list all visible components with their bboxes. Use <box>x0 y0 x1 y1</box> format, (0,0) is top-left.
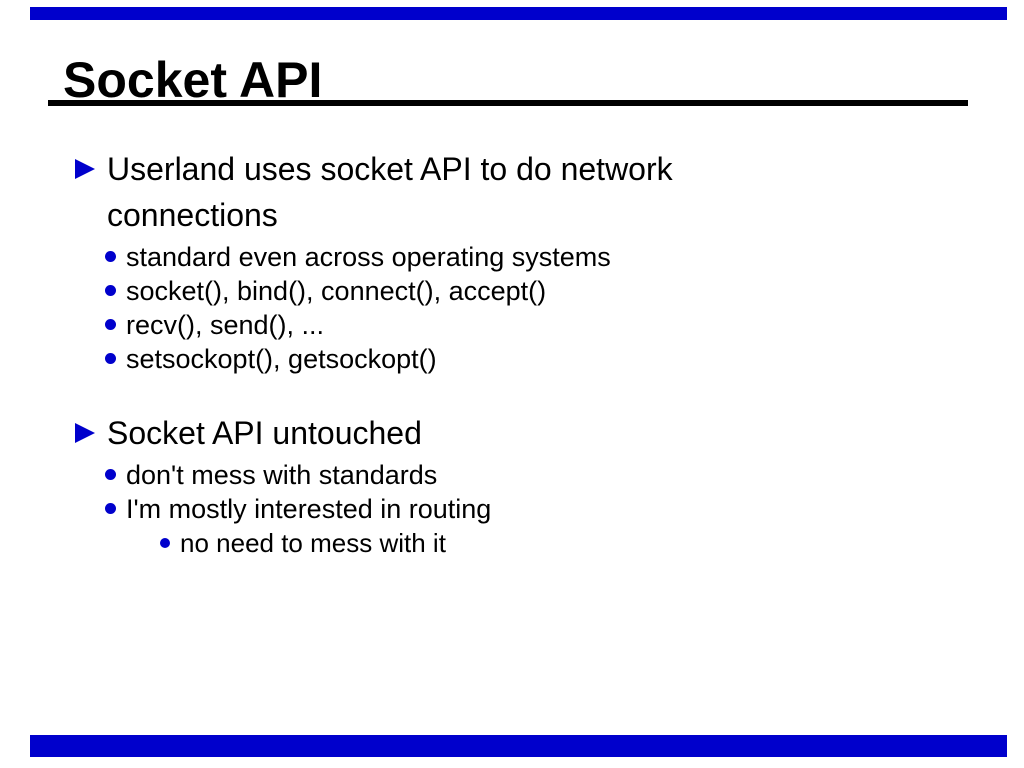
dot-bullet-icon <box>105 251 116 262</box>
triangle-bullet-icon <box>75 159 95 179</box>
top-accent-bar <box>30 7 1007 20</box>
sub-bullet-item: socket(), bind(), connect(), accept() <box>75 274 955 308</box>
sub-bullet-text: standard even across operating systems <box>126 242 611 272</box>
dot-bullet-icon <box>105 353 116 364</box>
dot-bullet-icon <box>105 469 116 480</box>
sub-bullet-text: I'm mostly interested in routing <box>126 494 492 524</box>
sub-bullet-text: recv(), send(), ... <box>126 310 325 340</box>
slide-content: Userland uses socket API to do network c… <box>75 146 955 560</box>
title-underline <box>48 100 968 106</box>
sub-bullet-text: no need to mess with it <box>180 528 446 558</box>
dot-bullet-icon <box>105 503 116 514</box>
sub-bullet-item: setsockopt(), getsockopt() <box>75 342 955 376</box>
sub-bullet-item: don't mess with standards <box>75 458 955 492</box>
sub-bullet-text: setsockopt(), getsockopt() <box>126 344 437 374</box>
sub-bullet-text: don't mess with standards <box>126 460 438 490</box>
bottom-accent-bar <box>30 735 1007 757</box>
dot-bullet-icon <box>105 285 116 296</box>
bullet-text: Socket API untouched <box>107 415 422 451</box>
sub-bullet-item: no need to mess with it <box>75 526 955 560</box>
sub-bullet-text: socket(), bind(), connect(), accept() <box>126 276 547 306</box>
triangle-bullet-icon <box>75 423 95 443</box>
dot-bullet-icon <box>160 538 170 548</box>
bullet-text: Userland uses socket API to do network c… <box>107 151 673 233</box>
bullet-item: Userland uses socket API to do network c… <box>75 146 955 238</box>
slide-title: Socket API <box>63 52 323 108</box>
sub-bullet-item: standard even across operating systems <box>75 240 955 274</box>
sub-bullet-item: recv(), send(), ... <box>75 308 955 342</box>
dot-bullet-icon <box>105 319 116 330</box>
sub-bullet-item: I'm mostly interested in routing <box>75 492 955 526</box>
bullet-item: Socket API untouched <box>75 410 955 456</box>
